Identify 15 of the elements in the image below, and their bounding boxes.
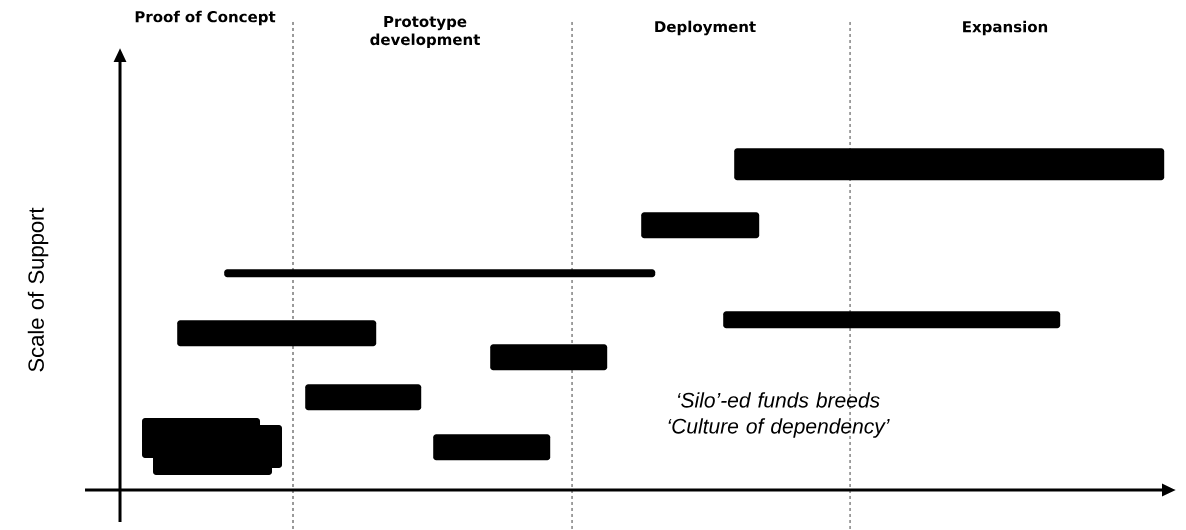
bar	[723, 311, 1061, 329]
phase-heading: Expansion	[963, 20, 1048, 36]
annotation-text: ‘Silo’-ed funds breeds ‘Culture of dependency’	[668, 392, 890, 438]
bar	[224, 269, 656, 278]
phase-heading: Prototype development	[370, 16, 480, 49]
bar	[177, 320, 377, 347]
phase-heading: Deployment	[655, 20, 756, 36]
bar	[305, 384, 422, 411]
bar	[490, 344, 608, 371]
phase-heading: Proof of Concept	[135, 10, 276, 26]
bar	[433, 434, 551, 461]
bar	[734, 148, 1165, 181]
bar	[641, 212, 760, 239]
bar	[142, 418, 282, 475]
axis-label: Scale of Support	[27, 207, 49, 372]
